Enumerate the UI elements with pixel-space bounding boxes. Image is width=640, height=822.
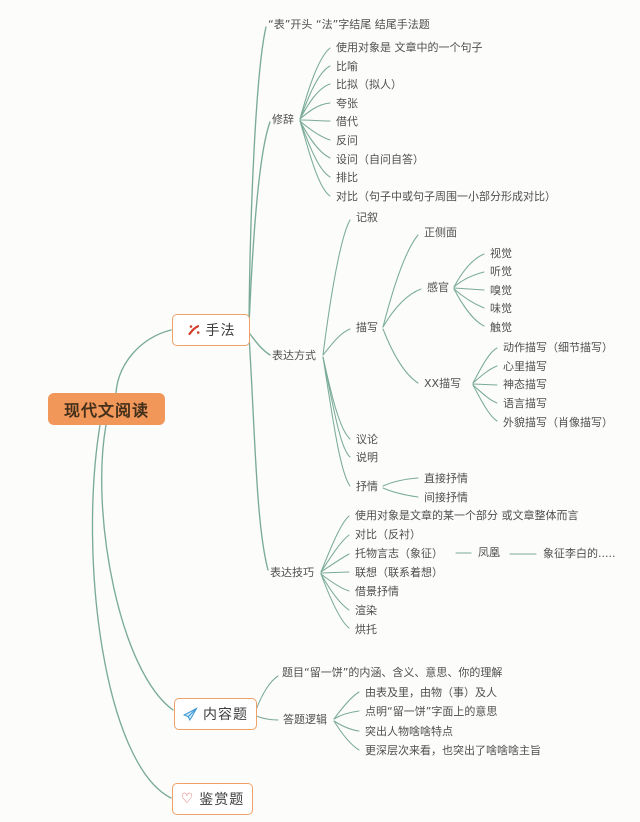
node-xx-miaoxie-child[interactable]: 语言描写 [503,397,547,410]
node-shuqing-child[interactable]: 间接抒情 [424,491,468,504]
node-biaoda-jiqiao-child[interactable]: 托物言志（象征） [355,547,443,560]
shuqing-edges [382,477,419,498]
node-shoufa[interactable]: 手法 [172,314,250,346]
node-fenghuang[interactable]: 凤凰 [478,546,500,559]
node-shoufa-label: 手法 [205,323,236,339]
node-neirongti-note[interactable]: 题目“留一饼”的内涵、含义、意思、你的理解 [282,666,503,679]
node-dati-luoji-child[interactable]: 由表及里，由物（事）及人 [365,685,497,699]
miaoxie-edges [382,234,422,384]
shuqing-children: 直接抒情间接抒情 [424,469,468,507]
xx-miaoxie-children: 动作描写（细节描写） 心里描写神态描写语言描写外貌描写（肖像描写） [503,338,613,431]
node-neirongti-label: 内容题 [203,707,248,723]
node-ganguan-child[interactable]: 嗅觉 [490,283,512,297]
node-shuqing[interactable]: 抒情 [356,480,378,493]
node-dati-luoji-child[interactable]: 突出人物啥啥特点 [365,724,453,738]
neirongti-edges [255,675,279,721]
node-biaoda-jiqiao-child[interactable]: 对比（反衬） [355,528,421,541]
node-xiuci-child[interactable]: 借代 [336,115,358,129]
xiuci-children: 使用对象是 文章中的一个句子比喻比拟（拟人） 夸张借代反问设问（自问自答） 排比对比… [336,38,556,205]
dati-luoji-edges [333,691,360,751]
node-zhengcemian[interactable]: 正侧面 [424,226,457,239]
node-shuqing-child[interactable]: 直接抒情 [424,472,468,485]
node-biaoda-fangshi[interactable]: 表达方式 [272,349,316,362]
node-xiuci-child[interactable]: 使用对象是 文章中的一个句子 [336,40,483,54]
node-jianshangti[interactable]: ♡ 鉴赏题 [172,783,253,815]
biaoda-jiqiao-edges [320,515,350,629]
node-xiangzheng[interactable]: 象征李白的..... [543,547,616,560]
heart-icon: ♡ [180,791,195,807]
node-xiuci-child[interactable]: 排比 [336,171,358,185]
node-dati-luoji[interactable]: 答题逻辑 [283,713,327,726]
node-ganguan-child[interactable]: 视觉 [490,246,512,260]
tuowu-chain-edges [455,552,537,555]
node-xx-miaoxie-child[interactable]: 动作描写（细节描写） [503,340,613,354]
node-xiuci-child[interactable]: 比拟（拟人） [336,78,402,92]
node-yilun[interactable]: 议论 [356,433,378,446]
xx-miaoxie-edges [472,347,498,422]
node-biaoda-jiqiao-child[interactable]: 联想（联系着想） [355,566,443,579]
node-shuoming[interactable]: 说明 [356,451,378,464]
ganguan-children: 视觉听觉嗅觉味觉触觉 [490,244,512,337]
node-xiuci-child[interactable]: 对比（句子中或句子周围一小部分形成对比） [336,189,556,203]
biaoda-jiqiao-children: 使用对象是文章的某一个部分 或文章整体而言对比（反衬） 托物言志（象征） 联想（联系… [355,506,579,639]
node-ganguan-child[interactable]: 听觉 [490,265,512,279]
node-dati-luoji-child[interactable]: 更深层次来看，也突出了啥啥啥主旨 [365,744,541,758]
xiuci-edges [299,47,331,197]
node-neirongti[interactable]: 内容题 [174,698,257,730]
node-miaoxie[interactable]: 描写 [356,321,378,334]
node-dati-luoji-child[interactable]: 点明“留一饼”字面上的意思 [365,705,498,719]
node-ganguan-child[interactable]: 味觉 [490,302,512,316]
node-biaoda-jiqiao[interactable]: 表达技巧 [270,566,314,579]
node-xx-miaoxie-child[interactable]: 外貌描写（肖像描写） [503,415,613,429]
node-xiuci-child[interactable]: 比喻 [336,59,358,73]
node-xx-miaoxie[interactable]: XX描写 [424,377,462,390]
node-jianshangti-label: 鉴赏题 [199,792,245,808]
shoufa-edges [248,26,271,571]
node-biaoda-jiqiao-child[interactable]: 渲染 [355,604,377,617]
node-biaoda-jiqiao-child[interactable]: 烘托 [355,623,377,636]
node-ganguan-child[interactable]: 触觉 [490,320,512,334]
root-edges [91,329,174,799]
node-xx-miaoxie-child[interactable]: 心里描写 [503,359,547,373]
node-xiuci[interactable]: 修辞 [272,113,294,126]
ganguan-edges [453,253,485,327]
biaoda-fangshi-edges [322,219,351,487]
node-biaoda-jiqiao-child[interactable]: 借景抒情 [355,585,399,598]
root-node[interactable]: 现代文阅读 [48,393,165,425]
node-xx-miaoxie-child[interactable]: 神态描写 [503,378,547,392]
node-ganguan[interactable]: 感官 [427,281,449,294]
brush-stroke-icon [187,325,199,336]
paper-plane-icon [183,707,198,721]
node-xiuci-child[interactable]: 反问 [336,133,358,147]
dati-luoji-children: 由表及里，由物（事）及人点明“留一饼”字面上的意思突出人物啥啥特点更深层次来看，… [365,682,541,760]
node-xiuci-child[interactable]: 夸张 [336,96,358,110]
node-jixu[interactable]: 记叙 [356,211,378,224]
node-xiuci-child[interactable]: 设问（自问自答） [336,152,424,166]
root-node-label: 现代文阅读 [63,401,149,420]
node-biaoda-jiqiao-child[interactable]: 使用对象是文章的某一个部分 或文章整体而言 [355,509,579,522]
node-shoufa-note[interactable]: “表”开头 “法”字结尾 结尾手法题 [268,18,430,31]
